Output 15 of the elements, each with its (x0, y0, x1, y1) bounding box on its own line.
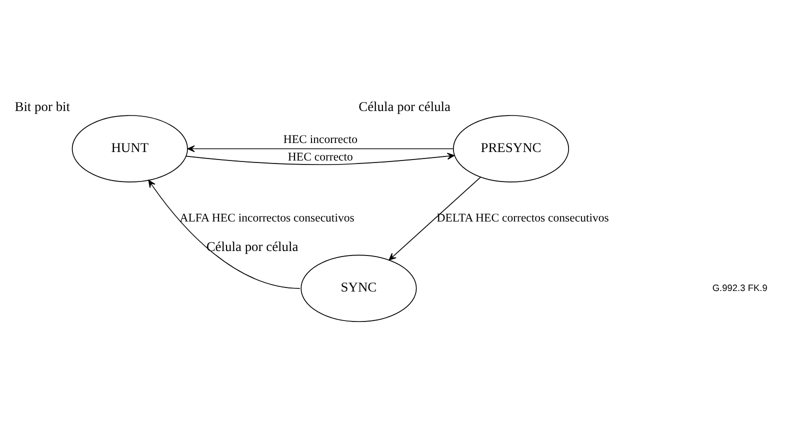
arrow (186, 152, 455, 165)
edge-label: HEC incorrecto (283, 132, 358, 146)
arrow (187, 144, 454, 152)
arrow (388, 176, 481, 260)
label: G.992.3 FK.9 (712, 282, 768, 292)
node-label: Célula por célula (206, 238, 298, 254)
node-ellipse: HUNT (72, 114, 188, 182)
node-ellipse: PRESYNC (452, 114, 570, 182)
node-label: Bit por bit (14, 98, 70, 114)
arrow (148, 179, 300, 288)
edge-label: DELTA HEC correctos consecutivos (436, 211, 609, 224)
edge-label: HEC correcto (288, 150, 353, 164)
node-ellipse: SYNC (300, 254, 417, 322)
node-label: Célula por célula (358, 98, 451, 114)
edge-label: ALFA HEC incorrectos consecutivos (180, 211, 354, 224)
